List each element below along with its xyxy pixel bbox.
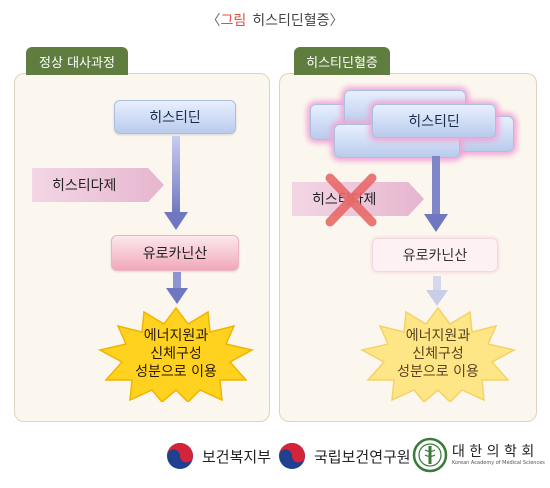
left-panel-tab-label: 정상 대사과정 — [39, 55, 115, 71]
left-result-line-3: 성분으로 이용 — [135, 364, 217, 380]
left-enzyme-arrow: 히스티다제 — [32, 168, 164, 202]
title-text: 히스티딘혈증 — [252, 13, 330, 29]
right-histidine-label: 히스티딘 — [408, 114, 460, 130]
title-close-bracket: 〉 — [329, 13, 344, 29]
left-energy-burst — [97, 306, 255, 402]
right-panel-tab: 히스티딘혈증 — [294, 47, 390, 75]
right-result-line-1: 에너지원과 — [405, 328, 471, 344]
right-result-line-2: 신체구성 — [412, 346, 464, 362]
right-urocanic-box: 유로카닌산 — [372, 238, 498, 272]
right-result-text: 에너지원과 신체구성 성분으로 이용 — [388, 323, 488, 385]
mohw-logo-icon — [167, 443, 193, 469]
left-arrow-down-2 — [166, 272, 188, 304]
right-urocanic-label: 유로카닌산 — [402, 248, 468, 264]
left-histidine-box: 히스티딘 — [114, 100, 236, 134]
left-histidine-label: 히스티딘 — [149, 110, 201, 126]
right-panel-tab-label: 히스티딘혈증 — [306, 55, 378, 71]
footer-org-2: 국립보건연구원 — [278, 442, 411, 470]
right-histidine-box: 히스티딘 — [372, 104, 496, 138]
title-accent: 그림 — [220, 13, 247, 29]
blocked-x-icon — [325, 173, 377, 227]
left-result-line-2: 신체구성 — [150, 346, 202, 362]
right-result-line-3: 성분으로 이용 — [397, 364, 479, 380]
footer-org-1-name: 보건복지부 — [202, 447, 272, 466]
nih-logo-icon — [279, 443, 305, 469]
right-energy-burst — [359, 306, 517, 402]
left-urocanic-label: 유로카닌산 — [142, 246, 208, 262]
footer-org-3-name: 대 한 의 학 회 — [452, 444, 535, 460]
footer-org-3-subname: Korean Academy of Medical Sciences — [452, 460, 545, 466]
left-urocanic-box: 유로카닌산 — [111, 235, 239, 271]
left-arrow-down-1 — [164, 136, 188, 230]
left-panel-tab: 정상 대사과정 — [26, 47, 128, 75]
figure-title: 〈그림 히스티딘혈증〉 — [0, 10, 550, 30]
left-result-text: 에너지원과 신체구성 성분으로 이용 — [126, 323, 226, 385]
kams-logo-icon — [412, 437, 448, 473]
right-arrow-down-1 — [424, 156, 448, 232]
footer-org-1: 보건복지부 — [166, 442, 271, 470]
footer-org-2-name: 국립보건연구원 — [314, 447, 411, 466]
right-arrow-down-2 — [426, 276, 448, 306]
left-enzyme-label: 히스티다제 — [52, 178, 117, 194]
left-result-line-1: 에너지원과 — [143, 328, 209, 344]
title-open-bracket: 〈 — [206, 13, 221, 29]
